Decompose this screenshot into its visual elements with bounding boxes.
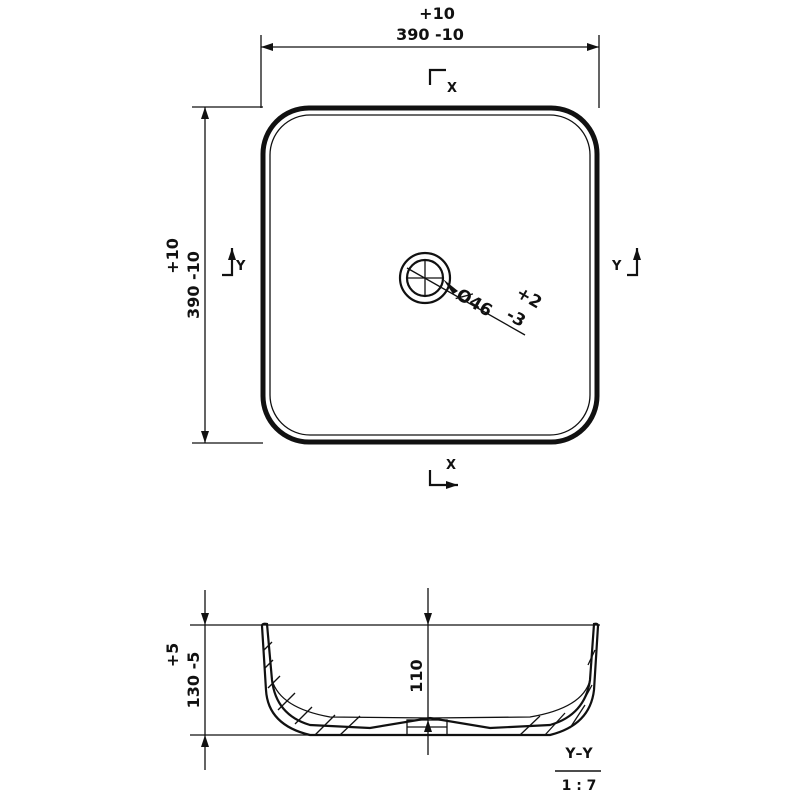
drain-diameter-label: Ø46 <box>453 285 496 321</box>
width-label: 390 -10 <box>396 25 464 44</box>
height-tolerance: +5 <box>163 643 182 668</box>
depth-tolerance: +10 <box>163 238 182 274</box>
basin-outline-inner <box>269 114 591 436</box>
section-hatching <box>263 641 596 736</box>
basin-outline-outer <box>260 105 600 445</box>
section-marker-x-top: X <box>428 68 457 96</box>
top-view: +10 390 -10 +10 390 -10 X X Y Y <box>163 4 641 489</box>
inner-depth-label: 110 <box>407 659 426 692</box>
height-label: 130 -5 <box>184 652 203 709</box>
drain-hole <box>398 251 526 336</box>
section-name: Y–Y <box>564 746 593 762</box>
width-tolerance: +10 <box>419 4 455 23</box>
section-marker-y-right: Y <box>611 248 641 277</box>
svg-text:X: X <box>446 458 456 473</box>
section-marker-x-bottom: X <box>428 458 458 489</box>
svg-text:X: X <box>447 81 457 96</box>
svg-text:Y: Y <box>611 259 622 274</box>
drain-tolerance-minus: -3 <box>503 305 529 332</box>
svg-text:Y: Y <box>235 259 246 274</box>
depth-label: 390 -10 <box>184 251 203 319</box>
drain-leader-line <box>406 267 526 336</box>
section-marker-y-left: Y <box>222 248 246 277</box>
section-view: +5 130 -5 110 Y–Y 1 : 7 <box>163 588 601 794</box>
scale-label: 1 : 7 <box>562 778 597 794</box>
